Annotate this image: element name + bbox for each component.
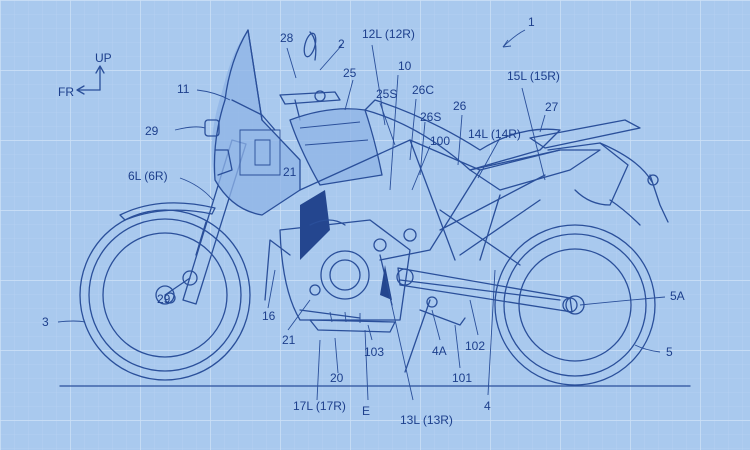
ref-21: 21	[282, 333, 296, 347]
ref-1: 1	[528, 15, 535, 29]
orientation-indicator: UP FR	[58, 51, 112, 99]
ref-25: 25	[343, 66, 357, 80]
ref-25s: 25S	[376, 87, 397, 101]
ref-4a: 4A	[432, 344, 447, 358]
up-label: UP	[95, 51, 112, 65]
swingarm	[396, 267, 578, 313]
ref-26c: 26C	[412, 83, 434, 97]
ref-29: 29	[145, 124, 159, 138]
fuel-tank	[289, 108, 383, 186]
ref-6: 6L (6R)	[128, 169, 168, 183]
frame	[299, 139, 561, 266]
fairing	[204, 29, 301, 216]
ref-13: 13L (13R)	[400, 413, 453, 427]
ref-10: 10	[398, 59, 412, 73]
ref-26s: 26S	[420, 110, 441, 124]
ref-26: 26	[453, 99, 467, 113]
ref-4: 4	[484, 399, 491, 413]
rear-rack	[529, 119, 669, 226]
oil-pan	[309, 311, 396, 333]
ref-17: 17L (17R)	[293, 399, 346, 413]
ref-16: 16	[262, 309, 276, 323]
ref-12: 12L (12R)	[362, 27, 415, 41]
ref-3: 3	[42, 315, 49, 329]
ref-27: 27	[545, 100, 559, 114]
front-fender	[119, 202, 216, 221]
ref-2: 2	[338, 37, 345, 51]
ref-103: 103	[364, 345, 384, 359]
ref-28: 28	[280, 31, 294, 45]
ref-5a: 5A	[670, 289, 685, 303]
ref-21-upper: 21	[283, 165, 297, 179]
ref-29-fork: 29	[157, 292, 171, 306]
ref-20: 20	[330, 371, 344, 385]
ref-15: 15L (15R)	[507, 69, 560, 83]
leader-lines	[57, 29, 666, 401]
reference-labels: 1 28 2 12L (12R) 10 25 25S 26C 26 26S 10…	[42, 15, 685, 427]
ref-14: 14L (14R)	[468, 127, 521, 141]
ref-e: E	[362, 404, 370, 418]
ref-102: 102	[465, 339, 485, 353]
ref-5: 5	[666, 345, 673, 359]
ref-101: 101	[452, 371, 472, 385]
handlebar	[279, 31, 341, 121]
front-label: FR	[58, 85, 74, 99]
engine	[264, 190, 417, 321]
ref-100: 100	[430, 134, 450, 148]
ref-11: 11	[177, 82, 190, 96]
